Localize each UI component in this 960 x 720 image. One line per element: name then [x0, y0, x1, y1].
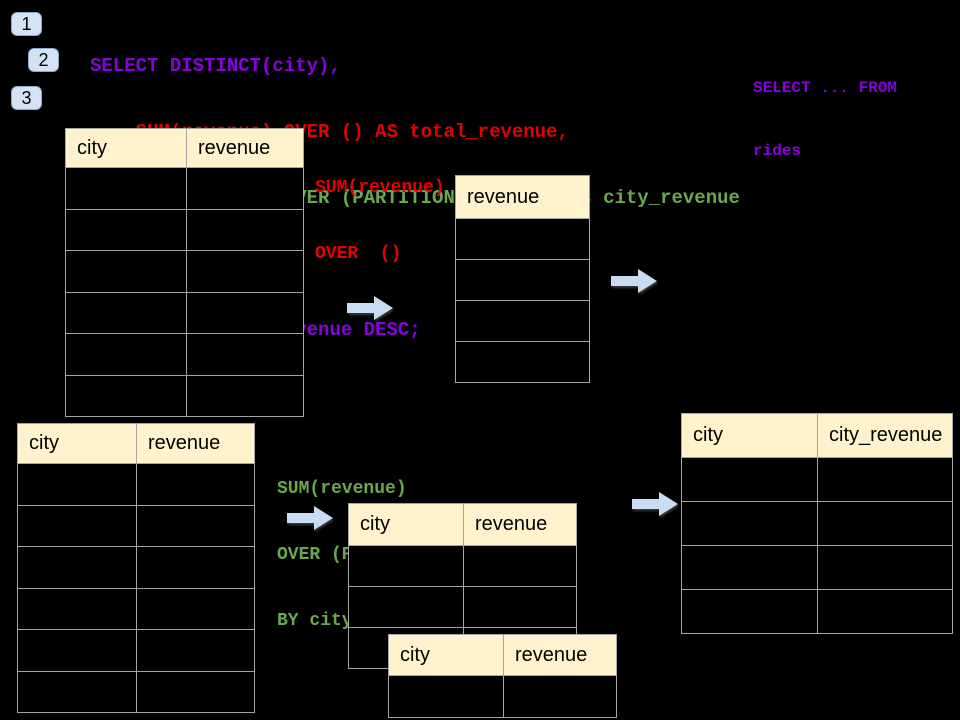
empty-cell — [681, 545, 818, 590]
table-rides-source-bottom: city revenue — [17, 423, 255, 713]
empty-cell — [17, 504, 137, 547]
table-row — [65, 250, 304, 293]
table-row — [455, 259, 590, 301]
side-note-line: rides — [753, 142, 802, 160]
empty-cell — [463, 545, 577, 587]
empty-cell — [65, 374, 187, 417]
empty-cell — [503, 675, 617, 718]
arrow-right-icon — [347, 296, 393, 320]
empty-cell — [65, 333, 187, 376]
empty-cell — [186, 250, 304, 293]
empty-cell — [455, 341, 590, 383]
empty-cell — [817, 589, 953, 634]
empty-cell — [681, 589, 818, 634]
table-row — [65, 167, 304, 210]
empty-cell — [817, 457, 953, 502]
table-row — [455, 218, 590, 260]
step-badge-label: 2 — [38, 50, 49, 70]
table-row — [348, 586, 577, 628]
table-row — [17, 629, 255, 672]
empty-cell — [17, 587, 137, 630]
empty-cell — [186, 167, 304, 210]
table-row — [17, 670, 255, 713]
annotation-line: SUM(revenue) — [315, 178, 445, 198]
step-badge-label: 1 — [21, 14, 32, 34]
column-header-city: city — [681, 413, 818, 458]
table-row — [65, 333, 304, 376]
column-header-revenue: revenue — [463, 503, 577, 546]
sql-line-select: SELECT DISTINCT(city), — [90, 55, 341, 77]
step-badge-1: 1 — [11, 12, 42, 36]
empty-cell — [17, 629, 137, 672]
empty-cell — [186, 208, 304, 251]
empty-cell — [65, 208, 187, 251]
annotation-total-revenue: SUM(revenue) OVER () — [315, 133, 445, 309]
table-row — [348, 545, 577, 587]
table-row — [681, 545, 953, 590]
empty-cell — [463, 586, 577, 628]
table-row — [65, 208, 304, 251]
step-badge-2: 2 — [28, 48, 59, 72]
column-header-revenue: revenue — [455, 175, 590, 219]
side-note-line: SELECT ... FROM — [753, 79, 898, 97]
table-rides-source-top: city revenue — [65, 128, 304, 417]
empty-cell — [186, 333, 304, 376]
table-partition-overlay: city revenue — [388, 634, 617, 718]
empty-cell — [17, 463, 137, 506]
table-row — [455, 341, 590, 383]
annotation-line: OVER () — [315, 244, 402, 264]
column-header-city: city — [65, 128, 187, 168]
empty-cell — [186, 291, 304, 334]
empty-cell — [136, 546, 255, 589]
empty-cell — [65, 250, 187, 293]
column-header-city: city — [388, 634, 504, 676]
empty-cell — [136, 587, 255, 630]
column-header-revenue: revenue — [503, 634, 617, 676]
table-row — [681, 457, 953, 502]
empty-cell — [817, 501, 953, 546]
table-city-revenue-result: city city_revenue — [681, 413, 953, 634]
empty-cell — [17, 546, 137, 589]
column-header-revenue: revenue — [136, 423, 255, 464]
column-header-revenue: revenue — [186, 128, 304, 168]
arrow-right-icon — [632, 492, 678, 516]
annotation-line: SUM(revenue) — [277, 479, 407, 499]
empty-cell — [136, 463, 255, 506]
column-header-city: city — [348, 503, 464, 546]
table-row — [17, 587, 255, 630]
arrow-right-icon — [611, 269, 657, 293]
table-total-revenue-result: revenue — [455, 175, 590, 383]
column-header-city: city — [17, 423, 137, 464]
empty-cell — [388, 675, 504, 718]
empty-cell — [348, 545, 464, 587]
empty-cell — [681, 501, 818, 546]
step-badge-label: 3 — [21, 88, 32, 108]
empty-cell — [17, 670, 137, 713]
empty-cell — [348, 586, 464, 628]
empty-cell — [681, 457, 818, 502]
table-row — [681, 589, 953, 634]
empty-cell — [817, 545, 953, 590]
table-row — [65, 374, 304, 417]
empty-cell — [136, 504, 255, 547]
column-header-city-revenue: city_revenue — [817, 413, 953, 458]
empty-cell — [65, 167, 187, 210]
arrow-right-icon — [287, 506, 333, 530]
empty-cell — [186, 374, 304, 417]
empty-cell — [455, 259, 590, 301]
table-row — [17, 504, 255, 547]
empty-cell — [136, 629, 255, 672]
side-note-select-from-rides: SELECT ... FROM rides — [753, 36, 897, 204]
empty-cell — [455, 218, 590, 260]
empty-cell — [455, 300, 590, 342]
table-row — [65, 291, 304, 334]
table-row — [388, 675, 617, 718]
step-badge-3: 3 — [11, 86, 42, 110]
empty-cell — [136, 670, 255, 713]
table-row — [17, 463, 255, 506]
table-row — [681, 501, 953, 546]
empty-cell — [65, 291, 187, 334]
table-row — [17, 546, 255, 589]
table-row — [455, 300, 590, 342]
